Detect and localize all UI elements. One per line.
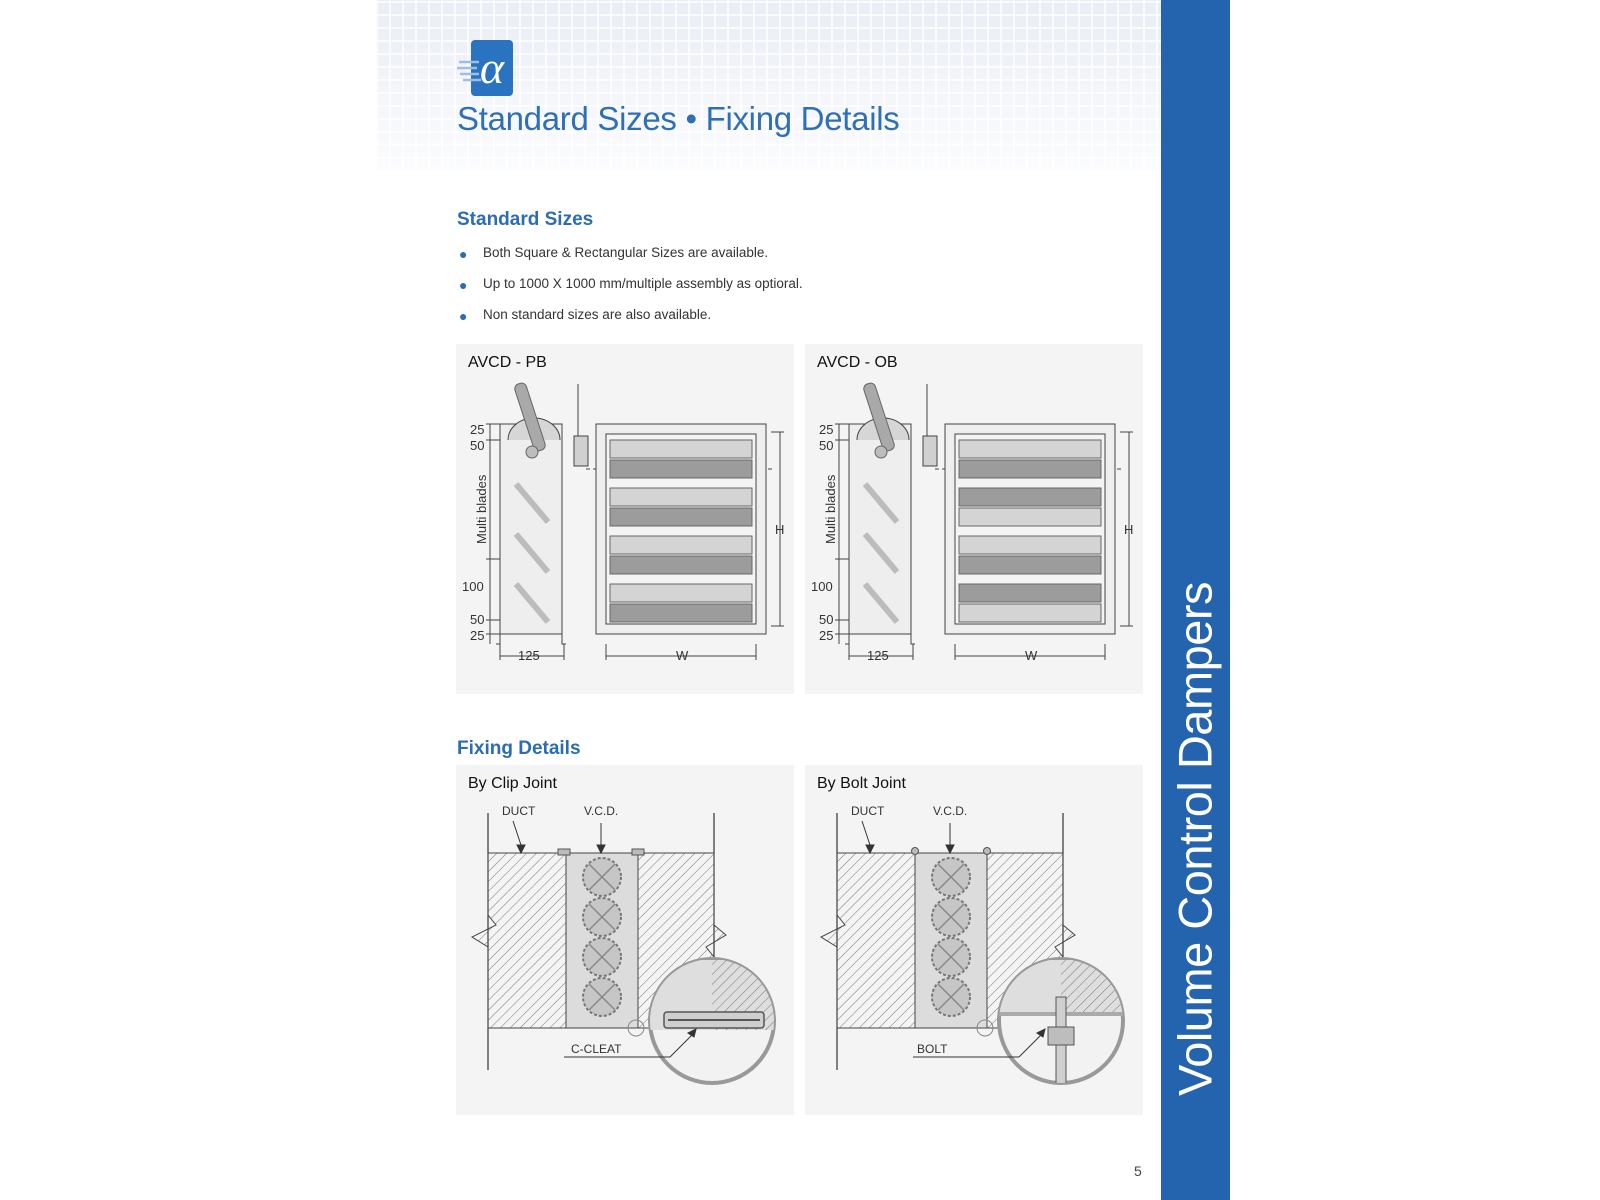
dim-label: 50 bbox=[819, 438, 833, 453]
list-item: ●Both Square & Rectangular Sizes are ava… bbox=[459, 245, 769, 262]
list-item: ●Up to 1000 X 1000 mm/multiple assembly … bbox=[459, 276, 803, 293]
label-duct: DUCT bbox=[502, 804, 536, 818]
dim-label: W bbox=[676, 648, 689, 663]
svg-text:α: α bbox=[480, 42, 505, 93]
bullet-icon: ● bbox=[459, 246, 468, 262]
dim-label: 100 bbox=[811, 579, 833, 594]
label-bolt: BOLT bbox=[917, 1042, 948, 1056]
fixing-details-heading: Fixing Details bbox=[457, 738, 581, 759]
damper-panel-ob: AVCD - OB bbox=[805, 344, 1143, 694]
dim-label: W bbox=[1025, 648, 1038, 663]
damper-drawing-pb: 25 50 100 50 25 125 W H Multi blades bbox=[462, 382, 784, 663]
vertical-label: Multi blades bbox=[823, 474, 838, 544]
dim-label: 50 bbox=[819, 612, 833, 627]
header-band: α Standard Sizes • Fixing Details bbox=[376, 0, 1161, 172]
label-vcd: V.C.D. bbox=[933, 804, 967, 818]
page-number: 5 bbox=[1134, 1163, 1142, 1179]
dim-label: 50 bbox=[470, 612, 484, 627]
label-duct: DUCT bbox=[851, 804, 885, 818]
dim-label: 25 bbox=[470, 628, 484, 643]
fixing-panel-bolt-joint: By Bolt Joint bbox=[805, 765, 1143, 1115]
dim-label: H bbox=[1124, 522, 1133, 537]
bullet-icon: ● bbox=[459, 277, 468, 293]
bullet-icon: ● bbox=[459, 308, 468, 324]
side-bar-title: Volume Control Dampers bbox=[1168, 581, 1222, 1097]
clip-joint-drawing: DUCT V.C.D. C-CLEAT bbox=[470, 804, 776, 1085]
damper-drawing-ob: 25 50 100 50 25 125 W H Multi blades bbox=[811, 382, 1133, 663]
alpha-logo-icon: α bbox=[457, 40, 513, 96]
dim-label: 100 bbox=[462, 579, 484, 594]
damper-panel-pb: AVCD - PB bbox=[456, 344, 794, 694]
label-vcd: V.C.D. bbox=[584, 804, 618, 818]
dim-label: 50 bbox=[470, 438, 484, 453]
panel-title: By Bolt Joint bbox=[817, 775, 906, 792]
dim-label: 125 bbox=[867, 648, 889, 663]
page-title: Standard Sizes • Fixing Details bbox=[457, 100, 900, 137]
dim-label: 25 bbox=[819, 628, 833, 643]
panel-title: AVCD - PB bbox=[468, 354, 547, 371]
dim-label: 25 bbox=[819, 422, 833, 437]
side-bar: Volume Control Dampers bbox=[1161, 0, 1230, 1200]
fixing-panel-clip-joint: By Clip Joint bbox=[456, 765, 794, 1115]
label-c-cleat: C-CLEAT bbox=[571, 1042, 622, 1056]
panel-title: By Clip Joint bbox=[468, 775, 557, 792]
vertical-label: Multi blades bbox=[474, 474, 489, 544]
standard-sizes-heading: Standard Sizes bbox=[457, 209, 594, 230]
dim-label: H bbox=[775, 522, 784, 537]
standard-sizes-list: ●Both Square & Rectangular Sizes are ava… bbox=[457, 243, 803, 336]
list-item: ●Non standard sizes are also available. bbox=[459, 307, 712, 324]
document-page: α Standard Sizes • Fixing Details Volume… bbox=[376, 0, 1230, 1200]
bolt-joint-drawing: DUCT V.C.D. BOLT bbox=[819, 804, 1125, 1085]
dim-label: 125 bbox=[518, 648, 540, 663]
panel-title: AVCD - OB bbox=[817, 354, 898, 371]
dim-label: 25 bbox=[470, 422, 484, 437]
